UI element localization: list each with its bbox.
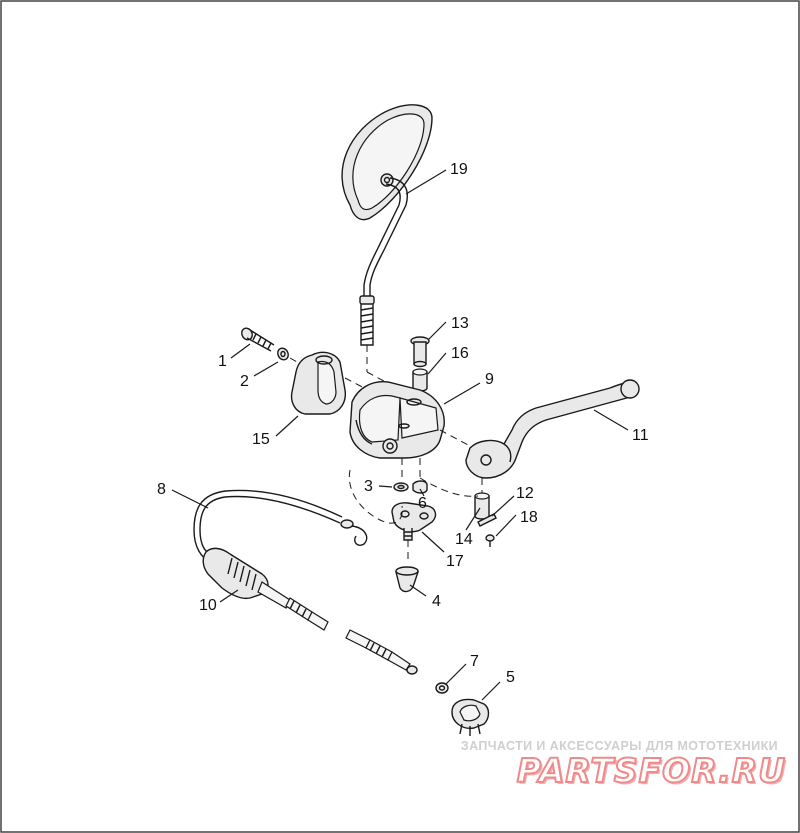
part-7-washer [435,682,449,694]
callout-18: 18 [520,509,538,526]
part-17-actuator-plate [391,502,437,541]
callout-labels: 1 2 3 4 5 6 7 8 9 10 11 12 13 14 15 16 1… [157,161,649,686]
watermark-caption: ЗАПЧАСТИ И АКСЕССУАРЫ ДЛЯ МОТОТЕХНИКИ [460,739,778,753]
callout-3: 3 [364,478,373,495]
part-1-screw [241,327,275,352]
part-13-pivot-pin [410,336,430,368]
part-8-clutch-cable [193,489,368,563]
callout-13: 13 [451,315,469,332]
callout-6: 6 [418,495,427,512]
watermark-logo: PARTSFOR.RU [516,750,786,791]
callout-5: 5 [506,669,515,686]
callout-16: 16 [451,345,469,362]
leader-lines [171,169,629,701]
cable-end-fitting [345,629,418,675]
part-10-cable-adjuster [202,547,329,631]
part-14-pin [474,492,490,520]
callout-15: 15 [252,431,270,448]
callout-10: 10 [199,597,217,614]
callout-2: 2 [240,373,249,390]
callout-8: 8 [157,481,166,498]
callout-4: 4 [432,593,441,610]
part-6-clip [412,480,428,494]
callout-7: 7 [470,653,479,670]
part-12-retainer [477,513,497,527]
part-9-lever-bracket [349,381,445,459]
callout-12: 12 [516,485,534,502]
part-2-washer [277,347,289,361]
part-3-washer [393,482,409,492]
callout-17: 17 [446,553,464,570]
part-16-bushing [412,368,428,392]
part-5-cable-clip [451,698,490,736]
part-18-screw [485,534,495,547]
callout-11: 11 [632,427,649,444]
part-11-clutch-lever [465,379,640,479]
part-19-mirror [341,104,433,346]
callout-1: 1 [218,353,227,370]
callout-19: 19 [450,161,468,178]
callout-9: 9 [485,371,494,388]
part-15-clamp [290,351,347,415]
callout-14: 14 [455,531,473,548]
